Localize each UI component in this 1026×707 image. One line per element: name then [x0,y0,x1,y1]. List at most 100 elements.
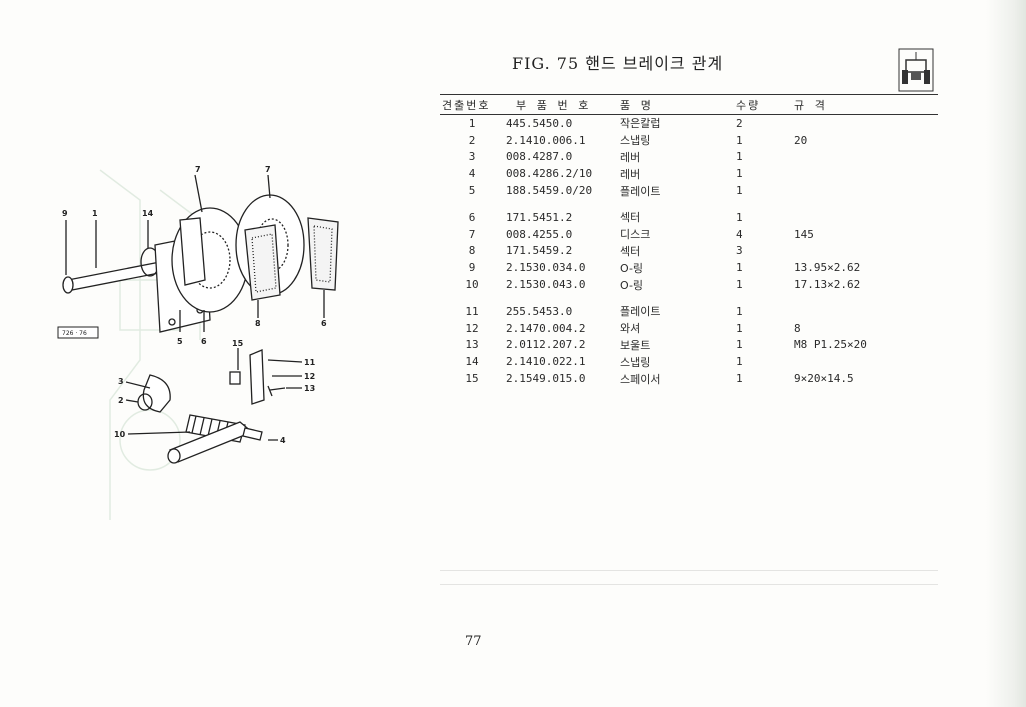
ref-no-cell: 7 [468,227,476,241]
spec-cell [792,115,938,132]
callout-3: 3 [118,377,124,386]
part-number-cell: 2.1470.004.2 [506,321,586,335]
ref-no-cell: 15 [465,372,479,386]
name-cell: 작은칼럽 [620,117,661,131]
page-edge-shadow [986,0,1026,707]
name-cell: 와셔 [620,322,641,336]
ref-label: 726 · 76 [62,330,87,337]
callout-6b: 6 [321,319,327,328]
header-part-number: 부 품 번 호 [504,94,618,115]
qty-cell: 1 [736,304,743,318]
header-ref-no: 견출번호 [440,94,504,115]
spec-cell [792,149,938,166]
spec-cell: 20 [794,133,808,147]
header-qty: 수량 [734,94,792,115]
ref-no-cell: 8 [468,244,476,258]
callout-5: 5 [177,337,183,346]
spec-cell [792,165,938,182]
ref-no-cell: 13 [465,338,479,352]
table-row: 8 171.5459.2 섹터 3 [440,243,938,260]
name-cell: 스냅링 [620,355,651,369]
part-number-cell: 008.4287.0 [506,150,573,164]
ref-no-cell: 14 [465,355,479,369]
table-row: 14 2.1410.022.1 스냅링 1 [440,353,938,370]
ref-no-cell: 4 [468,167,476,181]
qty-cell: 1 [736,278,743,292]
name-cell: 플레이트 [620,305,661,319]
qty-cell: 1 [736,133,743,147]
spec-cell: 8 [794,321,801,335]
hand-brake-exploded-diagram: 9 1 14 7 7 5 6 8 6 15 11 12 13 3 2 10 4 … [57,165,339,464]
part-number-cell: 2.0112.207.2 [506,338,586,352]
name-cell: 플레이트 [620,184,661,198]
table-header-row: 견출번호 부 품 번 호 품 명 수량 규 격 [440,94,938,115]
name-cell: 레버 [620,167,641,181]
qty-cell: 1 [736,261,743,275]
callout-1: 1 [92,209,98,218]
callout-6a: 6 [201,337,207,346]
header-name: 품 명 [618,94,734,115]
part-number-cell: 445.5450.0 [506,116,573,130]
callout-15: 15 [232,339,244,348]
name-cell: 스냅링 [620,134,651,148]
sector [179,217,206,286]
spec-cell: 17.13×2.62 [794,278,861,292]
ref-no-cell: 11 [465,304,479,318]
callout-8: 8 [255,319,261,328]
qty-cell: 4 [736,227,743,241]
parts-table: 견출번호 부 품 번 호 품 명 수량 규 격 1 445.5450.0 작은칼럽 2… [440,94,938,387]
part-number-cell: 2.1410.022.1 [506,355,586,369]
part-number-cell: 008.4255.0 [506,227,573,241]
callout-7a: 7 [195,165,201,174]
bleed-through-table [440,400,938,585]
table-row: 12 2.1470.004.2 와셔 1 8 [440,320,938,337]
name-cell: 섹터 [620,244,641,258]
ref-no-cell: 5 [468,184,476,198]
page-number: 77 [465,634,482,649]
name-cell: O-링 [620,278,644,292]
qty-cell: 3 [736,244,743,258]
qty-cell: 1 [736,338,743,352]
spec-cell [792,182,938,199]
part-number-cell: 2.1410.006.1 [506,133,586,147]
spec-cell: 145 [794,227,814,241]
name-cell: 섹터 [620,211,641,225]
header-spec: 규 격 [792,94,938,115]
ref-no-cell: 1 [468,116,476,130]
ref-no-cell: 10 [465,278,479,292]
qty-cell: 1 [736,321,743,335]
spec-cell: 13.95×2.62 [794,261,861,275]
ref-no-cell: 12 [465,321,479,335]
part-number-cell: 171.5459.2 [506,244,573,258]
callout-2: 2 [118,396,124,405]
qty-cell: 1 [736,150,743,164]
part-number-cell: 2.1530.034.0 [506,261,586,275]
ref-no-cell: 6 [468,210,476,224]
spec-cell [792,353,938,370]
row-gap [440,293,938,303]
callout-11: 11 [304,358,316,367]
part-number-cell: 2.1549.015.0 [506,372,586,386]
spec-cell [792,209,938,226]
table-row: 11 255.5453.0 플레이트 1 [440,303,938,320]
qty-cell: 1 [736,355,743,369]
page-title: FIG. 75 핸드 브레이크 관계 [512,54,724,73]
spec-cell [792,303,938,320]
callout-14: 14 [142,209,154,218]
part-number-cell: 171.5451.2 [506,210,573,224]
part-number-cell: 255.5453.0 [506,304,573,318]
part-number-cell: 188.5459.0/20 [506,184,593,198]
name-cell: 보울트 [620,338,651,352]
qty-cell: 1 [736,372,743,386]
callout-7b: 7 [265,165,271,174]
part-number-cell: 2.1530.043.0 [506,278,586,292]
name-cell: 디스크 [620,228,651,242]
